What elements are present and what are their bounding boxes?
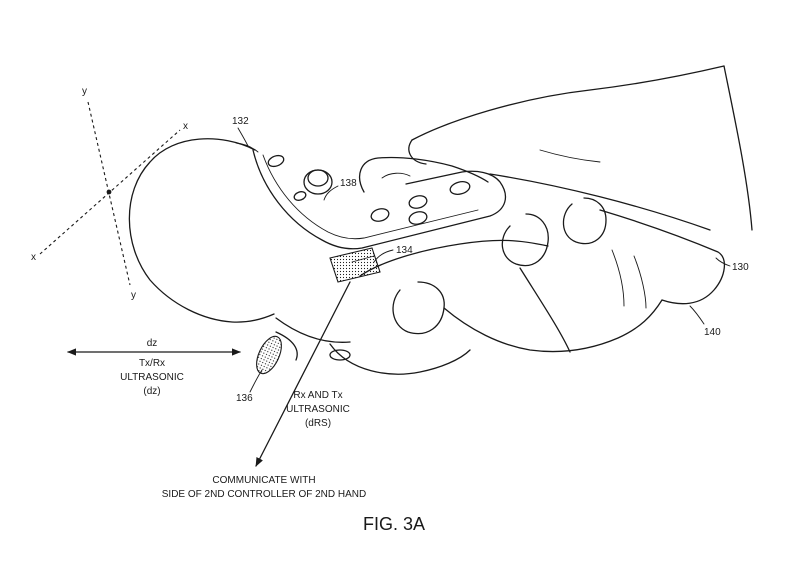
face-button-4 bbox=[449, 181, 471, 195]
move-button bbox=[303, 169, 333, 195]
controller-inner-edge bbox=[262, 154, 479, 240]
palm-lower-edge bbox=[443, 299, 663, 353]
controller-top-panel bbox=[252, 149, 507, 250]
finger-base-line bbox=[359, 239, 549, 277]
coordinate-axes: y x x y bbox=[31, 86, 188, 301]
sensor-134-divider bbox=[351, 255, 375, 263]
finger-joint-line bbox=[519, 267, 571, 353]
hand bbox=[329, 65, 753, 375]
y-axis-line bbox=[87, 101, 131, 286]
controller-body bbox=[252, 149, 507, 343]
finger-1 bbox=[501, 213, 549, 267]
mid-label-line1: Rx AND Tx bbox=[293, 390, 342, 401]
index-nail bbox=[329, 349, 351, 361]
face-button-3 bbox=[408, 211, 428, 225]
leader-138 bbox=[323, 185, 339, 201]
face-button-2 bbox=[408, 195, 428, 209]
face-button-1 bbox=[370, 208, 390, 222]
left-label-line1: Tx/Rx bbox=[139, 358, 165, 369]
controller-bottom-edge bbox=[275, 317, 351, 343]
thumb bbox=[359, 156, 489, 193]
ref-136: 136 bbox=[236, 393, 253, 404]
finger-2 bbox=[562, 197, 607, 245]
dz-label: dz bbox=[147, 338, 158, 349]
left-label-line3: (dz) bbox=[143, 386, 160, 397]
sensor-136 bbox=[256, 335, 282, 375]
bottom-label-line1: COMMUNICATE WITH bbox=[212, 475, 315, 486]
ref-130: 130 bbox=[732, 262, 749, 273]
leader-132 bbox=[237, 127, 249, 147]
leader-140 bbox=[689, 305, 705, 325]
leader-134 bbox=[373, 249, 394, 263]
ref-132: 132 bbox=[232, 116, 249, 127]
hand-top-edge bbox=[411, 65, 725, 141]
sensor-134 bbox=[329, 247, 381, 283]
communicate-arrow bbox=[255, 281, 351, 467]
top-button-2 bbox=[293, 191, 307, 201]
figure-caption: FIG. 3A bbox=[363, 514, 425, 534]
bottom-label-line2: SIDE OF 2ND CONTROLLER OF 2ND HAND bbox=[162, 489, 366, 500]
ref-134: 134 bbox=[396, 245, 413, 256]
leader-130 bbox=[715, 257, 731, 267]
hand-crease-1 bbox=[539, 149, 601, 163]
sensor-136-housing bbox=[275, 331, 298, 361]
sphere-outline bbox=[128, 138, 275, 323]
thumb-nail bbox=[381, 172, 411, 179]
axis-label-y-top: y bbox=[82, 86, 87, 97]
mid-label-line3: (dRS) bbox=[305, 418, 331, 429]
thumb-base bbox=[408, 139, 427, 165]
index-finger bbox=[329, 343, 471, 375]
top-button-1 bbox=[267, 154, 285, 168]
axis-label-x-left: x bbox=[31, 252, 36, 263]
finger-3 bbox=[599, 209, 725, 305]
axis-label-x-right: x bbox=[183, 121, 188, 132]
x-axis-line bbox=[39, 129, 181, 255]
axis-origin bbox=[106, 189, 112, 195]
left-label-line2: ULTRASONIC bbox=[120, 372, 184, 383]
wrist-edge bbox=[723, 65, 753, 231]
knuckle-line-1 bbox=[611, 249, 625, 307]
knuckle-line-2 bbox=[633, 255, 647, 309]
leader-136 bbox=[249, 369, 263, 393]
axis-label-y-bottom: y bbox=[131, 290, 136, 301]
finger-4 bbox=[392, 281, 445, 335]
controller-buttons bbox=[267, 154, 471, 225]
reference-leaders bbox=[237, 127, 731, 393]
ref-140: 140 bbox=[704, 327, 721, 338]
mid-label-line2: ULTRASONIC bbox=[286, 404, 350, 415]
ref-138: 138 bbox=[340, 178, 357, 189]
sensor-134-box bbox=[329, 247, 381, 283]
palm-edge bbox=[489, 173, 711, 231]
move-button-top bbox=[307, 169, 329, 187]
